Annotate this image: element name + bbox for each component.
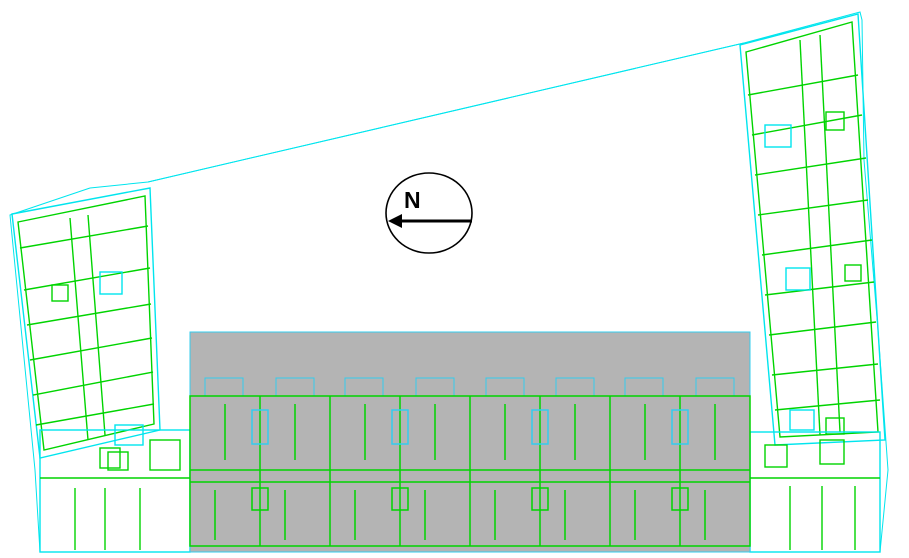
north-label: N xyxy=(404,187,421,213)
highlighted-south-block xyxy=(189,331,751,553)
west-wing xyxy=(11,187,161,471)
south-west-block xyxy=(39,429,191,553)
south-east-block xyxy=(749,431,881,553)
north-arrow-symbol xyxy=(385,172,473,254)
